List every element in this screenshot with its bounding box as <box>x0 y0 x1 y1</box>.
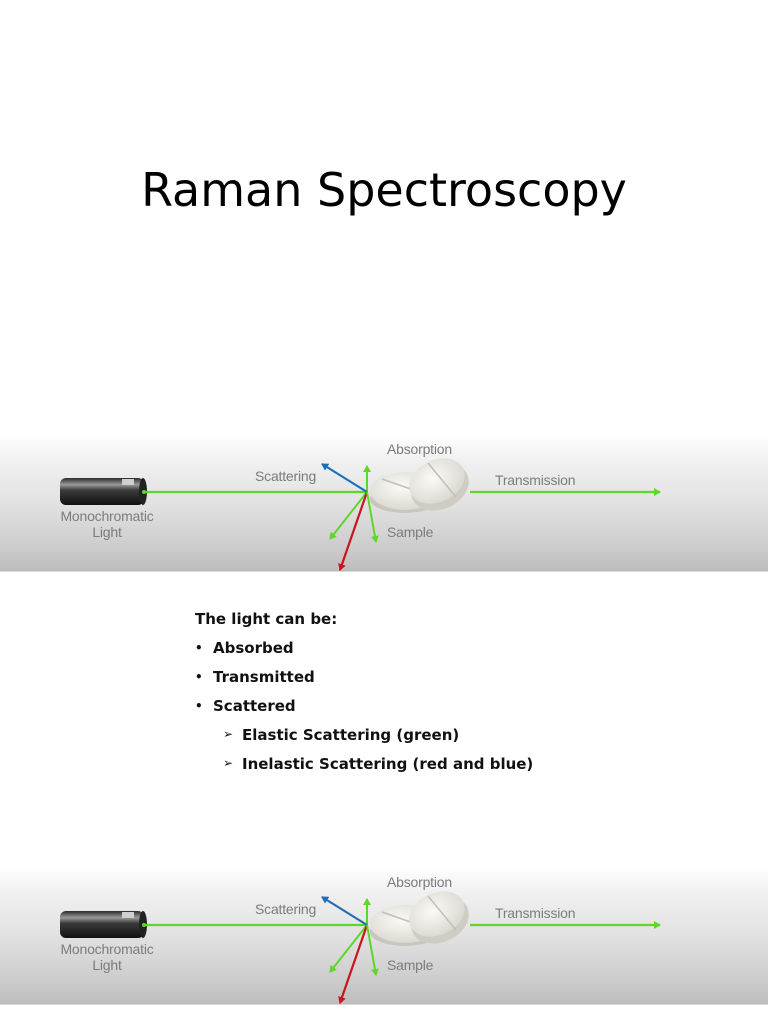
scatter-down-left-green-arrow <box>329 924 368 973</box>
label-source-line1: Monochromatic <box>60 508 154 524</box>
bullet-icon: • <box>195 641 203 655</box>
label-sample: Sample <box>387 957 434 973</box>
label-source-line2: Light <box>92 524 122 540</box>
list-item-text: Absorbed <box>213 639 294 657</box>
raman-diagram-graphic <box>60 891 661 1004</box>
label-sample: Sample <box>387 524 434 540</box>
sample-pills-icon <box>370 891 469 946</box>
label-transmission: Transmission <box>495 905 576 921</box>
laser-source-icon <box>60 478 147 505</box>
bullet-icon: • <box>195 670 203 684</box>
raman-diagram-top: Monochromatic Light Scattering Absorptio… <box>0 435 768 572</box>
label-source-line2: Light <box>92 957 122 973</box>
label-scattering: Scattering <box>255 901 317 917</box>
antistokes-blue-arrow <box>321 896 368 926</box>
label-absorption: Absorption <box>387 441 452 457</box>
bullet-icon: • <box>195 699 203 713</box>
stokes-red-arrow <box>338 924 369 1004</box>
label-transmission: Transmission <box>495 472 576 488</box>
stokes-red-arrow <box>338 491 369 571</box>
scatter-down-green-arrow <box>366 491 379 543</box>
raman-diagram-bottom: Monochromatic Light Scattering Absorptio… <box>0 866 768 1005</box>
label-absorption: Absorption <box>387 874 452 890</box>
list-heading: The light can be: <box>195 610 338 628</box>
sample-pills-icon <box>370 458 469 513</box>
antistokes-blue-arrow <box>321 463 368 493</box>
sub-list-item-text: Inelastic Scattering (red and blue) <box>242 755 534 773</box>
label-source: Monochromatic Light <box>48 508 166 540</box>
laser-source-icon <box>60 911 147 938</box>
arrowhead-bullet-icon: ➢ <box>223 727 234 741</box>
slide-title: Raman Spectroscopy <box>141 163 627 217</box>
scatter-down-green-arrow <box>366 924 379 976</box>
list-item-text: Transmitted <box>213 668 315 686</box>
raman-diagram-graphic <box>60 458 661 571</box>
label-scattering: Scattering <box>255 468 317 484</box>
label-source: Monochromatic Light <box>48 941 166 973</box>
arrowhead-bullet-icon: ➢ <box>223 756 234 770</box>
label-source-line1: Monochromatic <box>60 941 154 957</box>
list-item-text: Scattered <box>213 697 296 715</box>
scatter-down-left-green-arrow <box>329 491 368 540</box>
sub-list-item-text: Elastic Scattering (green) <box>242 726 460 744</box>
